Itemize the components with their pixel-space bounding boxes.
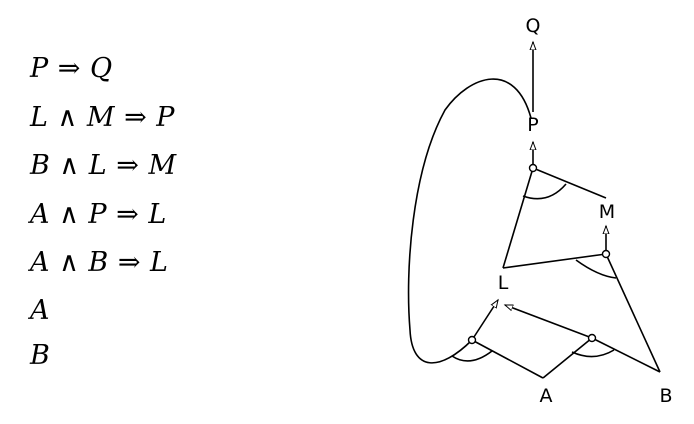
node-q: Q xyxy=(526,15,541,37)
rule-p-implies-q: P ⇒ Q xyxy=(30,53,113,84)
arc-and-bl xyxy=(575,259,617,279)
edge-m-to-and-lm xyxy=(532,167,607,199)
fact-b: B xyxy=(30,340,51,371)
arc-and-ab xyxy=(571,349,615,358)
node-l: L xyxy=(498,272,509,294)
node-b: B xyxy=(659,385,672,407)
edge-a-to-and-ap xyxy=(471,339,544,379)
junction-and-ap xyxy=(467,335,477,345)
node-a: A xyxy=(540,385,553,407)
node-m: M xyxy=(599,201,615,223)
arc-and-lm xyxy=(522,183,567,200)
junction-and-ab xyxy=(587,333,597,343)
edge-b-to-and-ab xyxy=(591,337,661,373)
rule-b-and-l-implies-m: B ∧ L ⇒ M xyxy=(30,150,177,181)
rule-l-and-m-implies-p: L ∧ M ⇒ P xyxy=(30,102,175,133)
edge-and-ab-to-l xyxy=(505,304,593,339)
edge-l-to-and-bl xyxy=(502,253,607,269)
edge-loop-p-to-and-ap xyxy=(407,78,532,364)
edge-l-to-and-lm xyxy=(502,167,534,269)
rule-a-and-p-implies-l: A ∧ P ⇒ L xyxy=(30,199,167,230)
fact-a: A xyxy=(30,295,50,326)
rule-a-and-b-implies-l: A ∧ B ⇒ L xyxy=(30,247,169,278)
junction-and-lm xyxy=(528,163,538,173)
node-p: P xyxy=(527,114,538,136)
rule-list: P ⇒ Q L ∧ M ⇒ P B ∧ L ⇒ M A ∧ P ⇒ L A ∧ … xyxy=(0,0,300,424)
arc-and-ap xyxy=(451,350,493,362)
edge-and-ap-to-l xyxy=(471,300,498,341)
edge-b-to-and-bl xyxy=(605,253,661,373)
edge-a-to-and-ab xyxy=(542,337,593,379)
junction-and-bl xyxy=(601,249,611,259)
